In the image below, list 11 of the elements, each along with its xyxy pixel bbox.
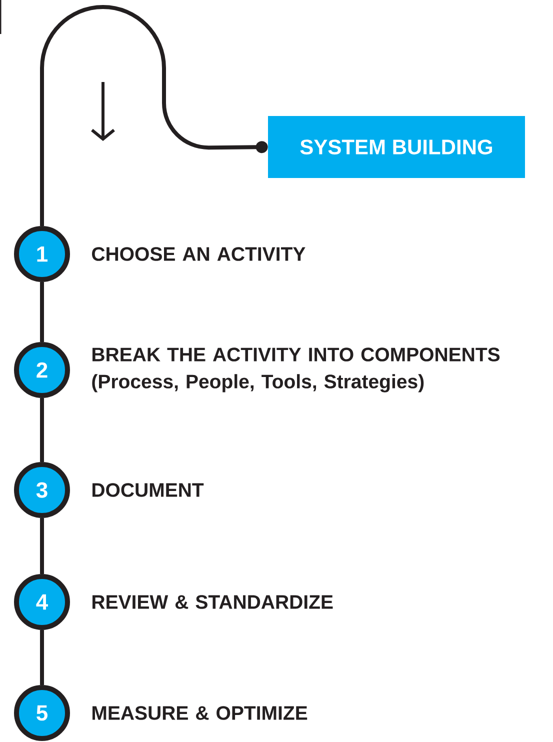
step-label: MEASURE & OPTIMIZE <box>92 706 308 720</box>
connector-line <box>40 518 44 574</box>
title-box: SYSTEM BUILDING <box>268 116 525 178</box>
connector-line <box>40 630 44 685</box>
connector-line <box>40 282 44 342</box>
step-label: CHOOSE AN ACTIVITY <box>92 247 306 261</box>
step-label: REVIEW & STANDARDIZE <box>92 595 333 609</box>
step-label: DOCUMENT <box>92 483 204 497</box>
step-label: BREAK THE ACTIVITY INTO COMPONENTS (Process, People, Tools, Strategies) <box>92 348 500 392</box>
connector-line <box>40 398 44 462</box>
connector-line <box>40 5 268 226</box>
